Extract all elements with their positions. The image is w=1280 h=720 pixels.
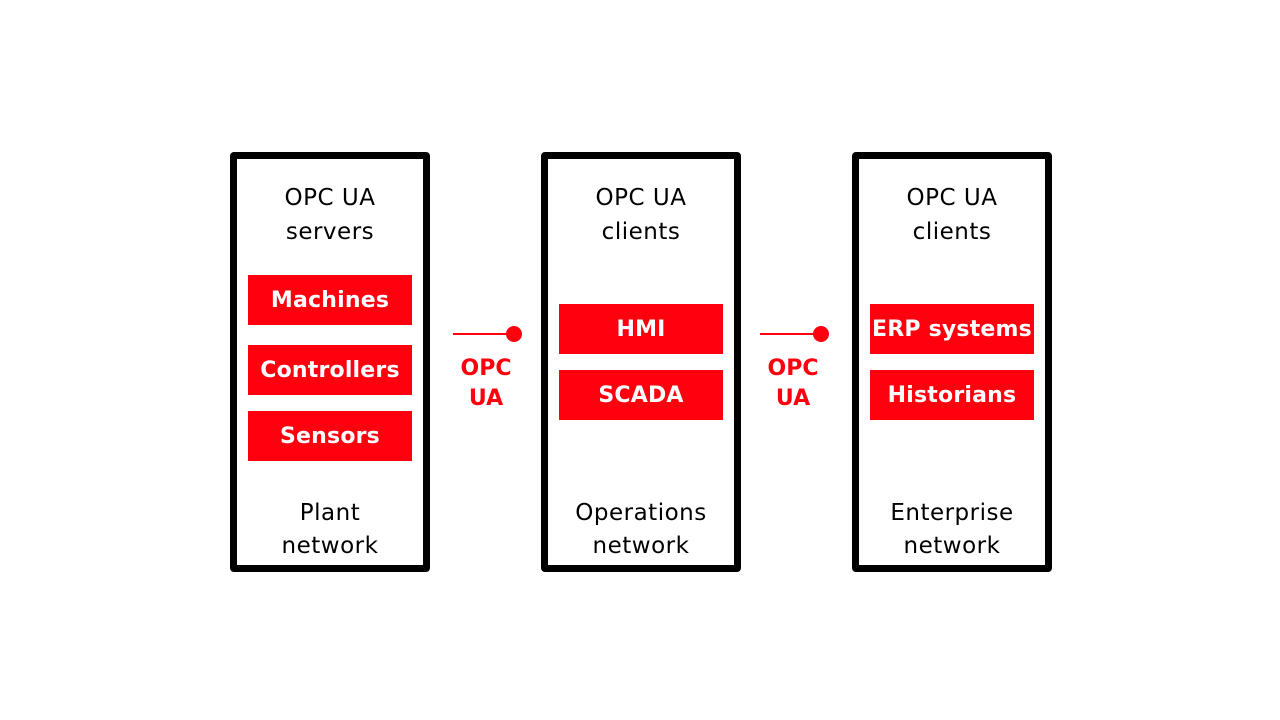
- footer-line: network: [903, 533, 1001, 559]
- heading-line: OPC UA: [595, 185, 687, 211]
- connector-label-line: OPC: [767, 356, 819, 381]
- panel-footer: Operations network: [548, 497, 734, 563]
- machines-item: Machines: [248, 275, 412, 325]
- footer-line: Plant: [299, 500, 361, 526]
- panel-heading: OPC UA servers: [237, 181, 423, 249]
- footer-line: Enterprise: [890, 500, 1014, 526]
- panel-heading: OPC UA clients: [548, 181, 734, 249]
- footer-line: network: [281, 533, 379, 559]
- opc-ua-connector: OPC UA: [758, 322, 838, 422]
- controllers-item: Controllers: [248, 345, 412, 395]
- heading-line: servers: [285, 219, 375, 245]
- scada-item: SCADA: [559, 370, 723, 420]
- heading-line: OPC UA: [906, 185, 998, 211]
- footer-line: Operations: [575, 500, 707, 526]
- historians-item: Historians: [870, 370, 1034, 420]
- opc-ua-connector: OPC UA: [451, 322, 531, 422]
- heading-line: OPC UA: [284, 185, 376, 211]
- enterprise-network-panel: OPC UA clients ERP systems Historians En…: [852, 152, 1052, 572]
- connector-line-icon: [760, 326, 829, 342]
- connector-label: OPC UA: [451, 354, 521, 414]
- connector-label-line: UA: [468, 386, 504, 411]
- plant-network-panel: OPC UA servers Machines Controllers Sens…: [230, 152, 430, 572]
- panel-footer: Plant network: [237, 497, 423, 563]
- panel-heading: OPC UA clients: [859, 181, 1045, 249]
- hmi-item: HMI: [559, 304, 723, 354]
- operations-network-panel: OPC UA clients HMI SCADA Operations netw…: [541, 152, 741, 572]
- footer-line: network: [592, 533, 690, 559]
- connector-line-icon: [453, 326, 522, 342]
- connector-label-line: UA: [775, 386, 811, 411]
- connector-label: OPC UA: [758, 354, 828, 414]
- heading-line: clients: [601, 219, 681, 245]
- panel-footer: Enterprise network: [859, 497, 1045, 563]
- sensors-item: Sensors: [248, 411, 412, 461]
- connector-label-line: OPC: [460, 356, 512, 381]
- heading-line: clients: [912, 219, 992, 245]
- erp-systems-item: ERP systems: [870, 304, 1034, 354]
